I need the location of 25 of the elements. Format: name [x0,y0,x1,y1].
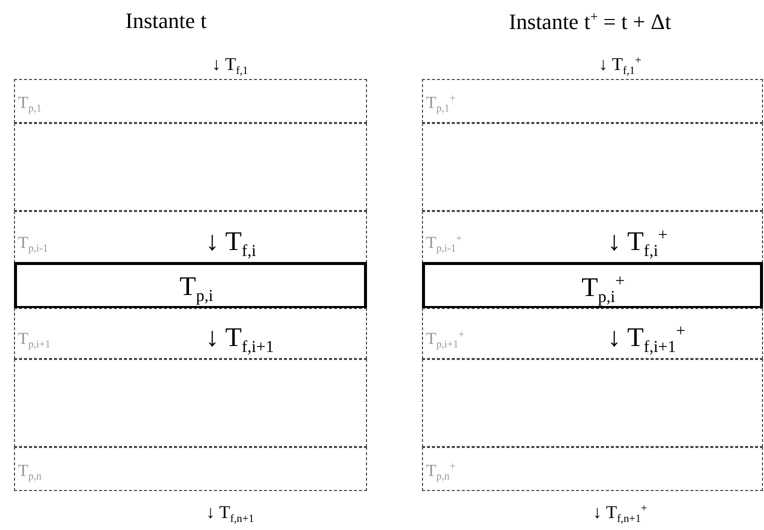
layer-band [422,359,763,447]
highlighted-layer-band [422,262,763,309]
layer-band [422,123,763,211]
fluid-temperature-label: ↓ T$_{f,n+1}$ [206,503,254,526]
column-heading: Instante t [125,10,207,32]
layer-band [14,308,367,359]
fluid-temperature-label: ↓ T$_{f,i+1}$ [206,324,274,356]
layer-temperature-label: T$_{p,n}$ [18,462,42,483]
layer-temperature-label: T$_{p,i}$ [180,273,214,305]
layer-band [14,123,367,211]
layer-temperature-label: T$_{p,1}$ [18,94,42,115]
layer-band [422,211,763,263]
fluid-temperature-label: ↓ T$_{f,1}$ [212,55,248,78]
layer-band [14,359,367,447]
layer-band [14,447,367,491]
layer-band [14,211,367,263]
highlighted-layer-band [14,262,367,309]
layer-band [422,308,763,359]
layer-band [422,79,763,123]
column-heading: Instante t$^{+}$ = t + Δt [508,10,672,34]
fluid-temperature-label: ↓ T$_{f,i}$ [206,228,256,260]
layer-band [14,79,367,123]
layer-temperature-label: T$_{p,i+1}$ [18,330,50,351]
layer-band [422,447,763,491]
layer-temperature-label: T$_{p,i-1}$ [18,234,48,255]
